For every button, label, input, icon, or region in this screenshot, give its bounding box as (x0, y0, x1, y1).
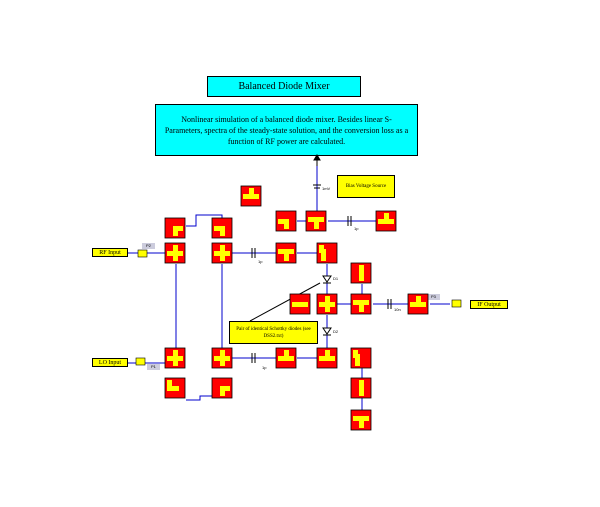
component-block[interactable] (289, 293, 311, 315)
component-block[interactable] (275, 242, 297, 264)
diode-pair-note-text: Pair of identical Schottky diodes (see D… (236, 326, 311, 339)
component-block[interactable] (164, 242, 186, 264)
component-block[interactable] (275, 210, 297, 232)
bias-note: Bias Voltage Source (337, 175, 395, 198)
component-block[interactable] (240, 185, 262, 207)
component-block[interactable] (316, 347, 338, 369)
lo-input-tag[interactable]: LO Input (92, 358, 128, 367)
rf-input-tag[interactable]: RF Input (92, 248, 128, 257)
port-p1-label: P1 (151, 364, 156, 369)
component-block[interactable] (350, 377, 372, 399)
component-block[interactable] (350, 347, 372, 369)
title-text: Balanced Diode Mixer (238, 81, 330, 92)
diodes (322, 275, 332, 336)
vsrc-arrow (313, 154, 321, 161)
if-output-label: IF Output (477, 301, 501, 308)
vsrc-label: 1mV (322, 186, 331, 191)
diode2-label: D2 (333, 329, 339, 334)
cap1-label: 1p (258, 259, 263, 264)
port-p3-label: P3 (431, 294, 436, 299)
diode1-label: D1 (333, 276, 339, 281)
component-block[interactable] (316, 242, 338, 264)
wire-bottom-loop (186, 395, 212, 401)
title-box: Balanced Diode Mixer (207, 76, 361, 97)
component-block[interactable] (350, 262, 372, 284)
component-block[interactable] (350, 293, 372, 315)
description-text: Nonlinear simulation of a balanced diode… (164, 114, 409, 146)
port-p2-label: P2 (146, 243, 151, 248)
note-pointer (249, 282, 321, 322)
component-block[interactable] (316, 293, 338, 315)
component-block[interactable] (305, 210, 327, 232)
component-block[interactable] (211, 242, 233, 264)
component-block[interactable] (211, 347, 233, 369)
rf-input-label: RF Input (99, 249, 121, 256)
wiring (128, 165, 450, 410)
component-block[interactable] (164, 377, 186, 399)
port-p3-box (427, 294, 440, 300)
lo-term[interactable] (135, 357, 146, 366)
lo-input-label: LO Input (98, 359, 122, 366)
if-output-tag[interactable]: IF Output (470, 300, 508, 309)
description-box: Nonlinear simulation of a balanced diode… (155, 104, 418, 156)
voltage-source (313, 154, 321, 189)
component-block[interactable] (211, 217, 233, 239)
component-block[interactable] (164, 347, 186, 369)
port-p2-box (142, 243, 155, 249)
component-block[interactable] (375, 210, 397, 232)
wire-top-loop (186, 214, 223, 227)
component-block[interactable] (350, 409, 372, 431)
component-block[interactable] (211, 377, 233, 399)
component-block[interactable] (275, 347, 297, 369)
cap3-label: 1p (354, 226, 359, 231)
cap4-label: 10n (394, 307, 401, 312)
rf-term[interactable] (137, 249, 148, 258)
component-block[interactable] (407, 293, 429, 315)
cap2-label: 1p (262, 365, 267, 370)
component-block[interactable] (164, 217, 186, 239)
capacitors (251, 216, 392, 363)
diode1-symbol (322, 275, 332, 283)
port-p1-box (147, 364, 160, 370)
diode2-symbol (322, 327, 332, 335)
bias-note-text: Bias Voltage Source (345, 184, 387, 189)
component-blocks (164, 185, 429, 431)
if-term[interactable] (451, 299, 462, 308)
diode-pair-note: Pair of identical Schottky diodes (see D… (229, 321, 318, 344)
port-terms (135, 243, 462, 370)
